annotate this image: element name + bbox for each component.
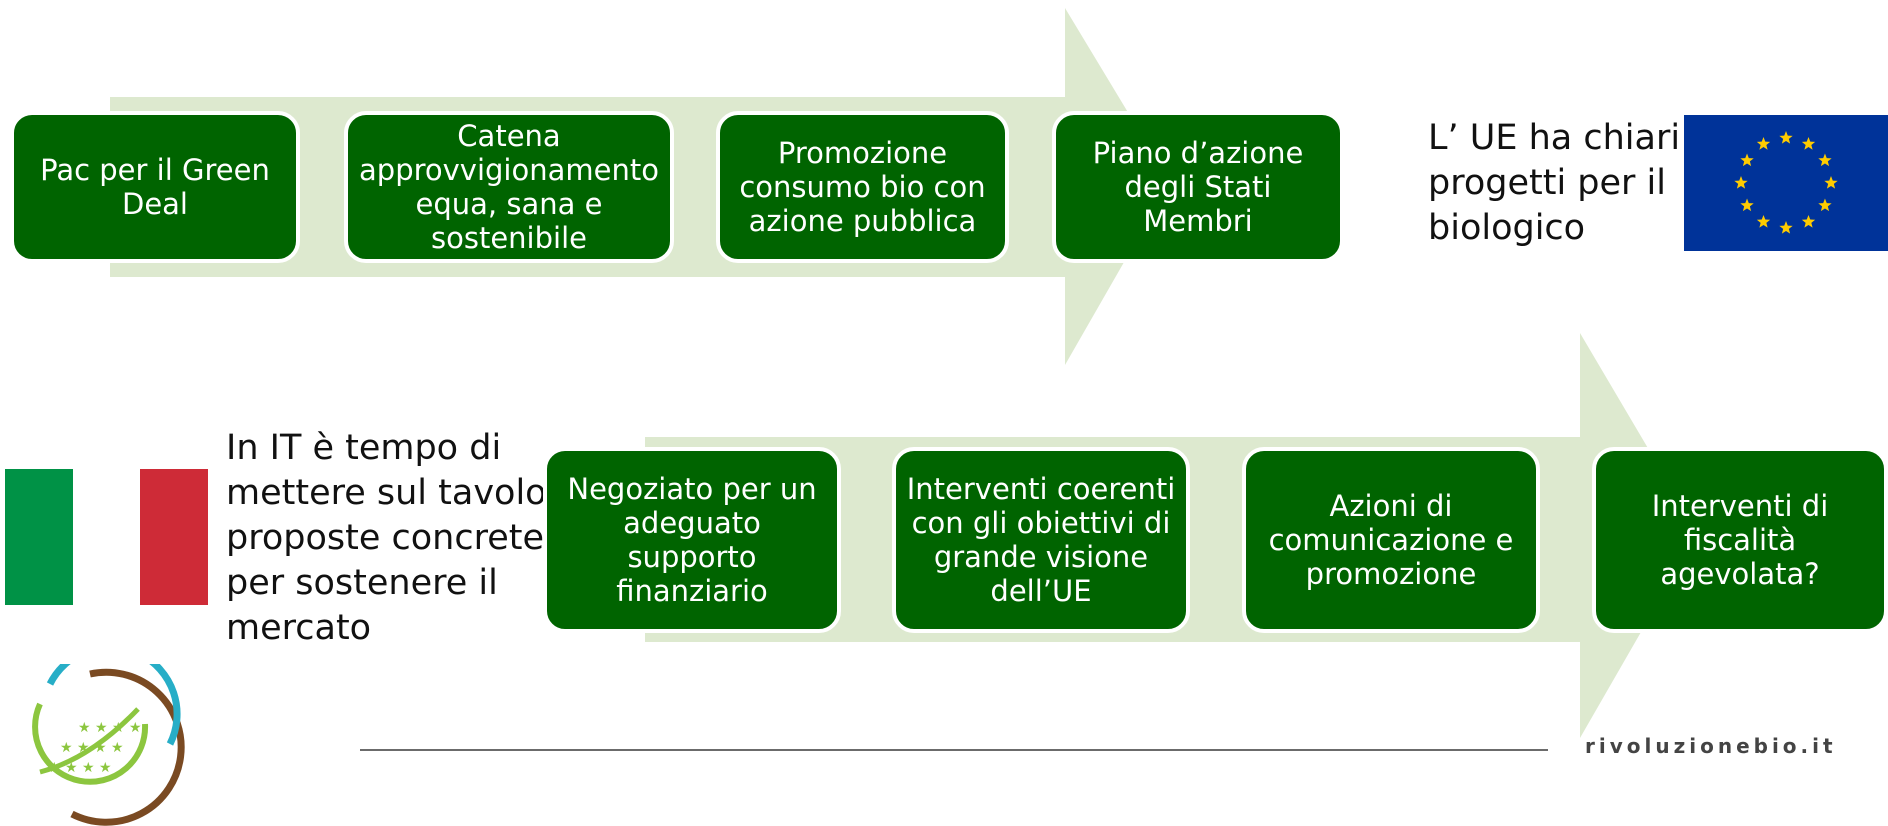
italy-flag-red-band	[140, 469, 208, 605]
footer-site-link[interactable]: rivoluzionebio.it	[1585, 734, 1837, 758]
top-step-1: Pac per il Green Deal	[10, 111, 300, 263]
eu-star-icon	[1801, 214, 1816, 228]
eu-star-icon	[1779, 221, 1793, 234]
eu-star-icon	[1756, 214, 1771, 228]
eu-star-icon	[1756, 137, 1771, 150]
eu-star-icon	[1824, 176, 1838, 189]
bottom-step-1: Negoziato per un adeguato supporto finan…	[543, 447, 841, 633]
eu-note-text: L’ UE ha chiari progetti per il biologic…	[1428, 118, 1681, 248]
eu-star-icon	[1740, 153, 1754, 167]
top-step-3: Promozione consumo bio con azione pubbli…	[716, 111, 1009, 263]
bottom-step-2: Interventi coerenti con gli obiettivi di…	[892, 447, 1190, 633]
bottom-step-4: Interventi di fiscalità agevolata?	[1592, 447, 1888, 633]
eu-flag-icon	[1684, 115, 1888, 251]
footer-divider	[360, 749, 1548, 751]
svg-text:★ ★ ★ ★: ★ ★ ★ ★	[60, 740, 124, 756]
eu-organic-leaf-logo-icon: ★ ★ ★ ★ ★ ★ ★ ★ ★ ★ ★ ★	[32, 664, 185, 826]
eu-star-icon	[1818, 153, 1832, 167]
eu-star-icon	[1818, 198, 1832, 212]
eu-star-icon	[1734, 176, 1748, 189]
eu-star-icon	[1779, 131, 1793, 144]
top-step-2: Catena approvvigionamento equa, sana e s…	[344, 111, 674, 263]
svg-text:★ ★ ★ ★: ★ ★ ★ ★	[78, 720, 142, 736]
eu-star-icon	[1801, 137, 1816, 150]
italy-flag-icon	[5, 469, 73, 605]
svg-text:★ ★ ★ ★: ★ ★ ★ ★	[48, 760, 112, 776]
it-note-text: In IT è tempo di mettere sul tavolo prop…	[226, 428, 547, 648]
eu-star-icon	[1740, 198, 1754, 212]
bottom-step-3: Azioni di comunicazione e promozione	[1242, 447, 1540, 633]
top-step-4: Piano d’azione degli Stati Membri	[1052, 111, 1344, 263]
